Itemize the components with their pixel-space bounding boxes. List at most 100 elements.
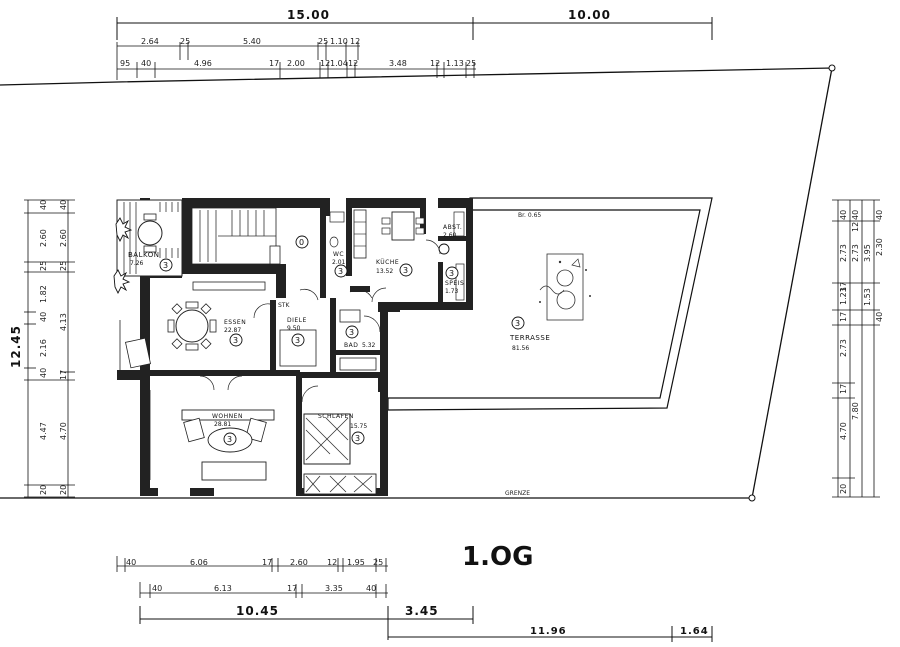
room-name-wc: WC bbox=[333, 251, 344, 258]
dim-bot-r2-4: 40 bbox=[366, 584, 376, 593]
dim-top-r2-5: 12 bbox=[350, 37, 360, 46]
room-abst: ABST. 2.60 bbox=[425, 211, 465, 255]
room-kueche: KÜCHE 13.52 3 bbox=[353, 209, 425, 303]
dim-left-o-3: 1.82 bbox=[39, 285, 48, 303]
dim-right-c1-6: 17 bbox=[839, 384, 848, 394]
room-area-schlafen: 15.75 bbox=[350, 423, 367, 430]
room-name-terrasse: TERRASSE bbox=[509, 334, 550, 342]
dim-left-i-6: 20 bbox=[59, 485, 68, 495]
zone-marker-diele bbox=[291, 333, 305, 347]
stair-marker-label: 0 bbox=[299, 238, 304, 247]
dim-bot-r1-4: 12 bbox=[327, 558, 337, 567]
bathtub-icon bbox=[339, 357, 377, 371]
dim-top-r3-6: 1.04 bbox=[330, 59, 348, 68]
dim-right-c1-2: 17 bbox=[839, 282, 848, 292]
zone-marker-diele-label: 3 bbox=[295, 336, 300, 345]
balcony-table-icon bbox=[137, 220, 163, 246]
wardrobe-icon bbox=[303, 473, 377, 495]
dim-top-r2-3: 25 bbox=[318, 37, 328, 46]
dim-left-overall: 12.45 bbox=[9, 325, 23, 368]
dim-left-i-4: 17 bbox=[59, 370, 68, 380]
dim-left-i-5: 4.70 bbox=[59, 422, 68, 440]
plant-icon-2 bbox=[113, 269, 131, 295]
zone-marker-terrasse bbox=[511, 316, 525, 330]
dim-left-i-3: 4.13 bbox=[59, 313, 68, 331]
zone-marker-balkon-label: 3 bbox=[163, 261, 168, 270]
room-diele: STK DIELE 9.50 3 bbox=[253, 289, 373, 367]
property-boundary: GRENZE bbox=[0, 64, 836, 502]
room-area-speis: 1.73 bbox=[445, 288, 459, 295]
room-area-wc: 2.01 bbox=[332, 259, 346, 266]
dim-left-o-0: 40 bbox=[39, 200, 48, 210]
room-area-bad: 5.32 bbox=[362, 342, 376, 349]
zone-marker-essen bbox=[229, 333, 243, 347]
room-area-wohnen: 28.81 bbox=[214, 421, 231, 428]
zone-marker-wc bbox=[334, 264, 348, 278]
sofa-icon bbox=[201, 461, 267, 481]
dim-right-c1-1: 2.73 bbox=[839, 244, 848, 262]
dim-top-r3-4: 2.00 bbox=[287, 59, 305, 68]
dim-right-c3-1: 1.53 bbox=[863, 288, 872, 306]
building-walls bbox=[117, 198, 473, 496]
dim-right-c1-7: 4.70 bbox=[839, 422, 848, 440]
room-schlafen: SCHLAFEN 15.75 3 bbox=[301, 385, 377, 495]
stk-label: STK bbox=[278, 302, 290, 309]
room-name-kueche: KÜCHE bbox=[376, 259, 399, 266]
dim-top-overall-right: 10.00 bbox=[568, 8, 611, 22]
kitchen-door-swing bbox=[371, 287, 387, 303]
room-wc: WC 2.01 3 bbox=[329, 211, 348, 278]
dim-bot-r2-0: 40 bbox=[152, 584, 162, 593]
room-essen: ESSEN 22.87 3 bbox=[119, 281, 266, 370]
zone-marker-wc-label: 3 bbox=[338, 267, 343, 276]
zone-marker-abst bbox=[438, 243, 450, 255]
dim-right-c2-0: 40 bbox=[851, 210, 860, 220]
room-area-terrasse: 81.56 bbox=[512, 345, 529, 352]
dim-right-c1-4: 17 bbox=[839, 312, 848, 322]
zone-marker-bad bbox=[345, 325, 359, 339]
toilet-icon bbox=[329, 236, 339, 248]
room-area-essen: 22.87 bbox=[224, 327, 241, 334]
dim-bot-r1-3: 2.60 bbox=[290, 558, 308, 567]
dim-left-i-0: 40 bbox=[59, 200, 68, 210]
dim-left-o-4: 40 bbox=[39, 312, 48, 322]
room-name-balkon: BALKON bbox=[128, 251, 159, 259]
zone-marker-speis bbox=[445, 266, 459, 280]
zone-marker-balkon bbox=[159, 258, 173, 272]
dim-right-c4-0: 40 bbox=[875, 210, 884, 220]
dim-right-c1-8: 20 bbox=[839, 484, 848, 494]
dim-top-r2-0: 2.64 bbox=[141, 37, 159, 46]
zone-marker-schlafen-label: 3 bbox=[355, 434, 360, 443]
bottom-dimensions: 40 6.06 17 2.60 12 1.95 25 40 6.13 17 3.… bbox=[116, 556, 713, 642]
zone-marker-wohnen bbox=[223, 432, 237, 446]
dim-top-r3-9: 12 bbox=[430, 59, 440, 68]
right-dimensions: 40 2.73 17 1.23 17 2.73 17 4.70 20 40 12… bbox=[832, 199, 884, 498]
dim-top-r3-5: 12 bbox=[320, 59, 330, 68]
planter-icon bbox=[539, 253, 591, 321]
grenze-label: GRENZE bbox=[505, 490, 530, 497]
dim-top-r2-4: 1.10 bbox=[330, 37, 348, 46]
dim-bot-r1-0: 40 bbox=[126, 558, 136, 567]
dim-top-overall-left: 15.00 bbox=[287, 8, 330, 22]
room-name-speis: SPEIS bbox=[445, 280, 464, 287]
dim-bot-r3-right: 3.45 bbox=[405, 604, 439, 618]
zone-marker-bad-label: 3 bbox=[349, 328, 354, 337]
dim-top-r2-1: 25 bbox=[180, 37, 190, 46]
dim-top-r3-0: 95 bbox=[120, 59, 130, 68]
room-name-wohnen: WOHNEN bbox=[212, 413, 243, 420]
dim-left-o-5: 2.16 bbox=[39, 339, 48, 357]
zone-marker-speis-label: 3 bbox=[449, 269, 454, 278]
dim-top-r3-3: 17 bbox=[269, 59, 279, 68]
dim-bot-r1-6: 25 bbox=[373, 558, 383, 567]
dim-top-r3-11: 25 bbox=[466, 59, 476, 68]
dim-top-r3-10: 1.13 bbox=[446, 59, 464, 68]
sink-icon bbox=[339, 309, 361, 323]
dim-bot-r3-left: 10.45 bbox=[236, 604, 279, 618]
room-area-diele: 9.50 bbox=[287, 325, 301, 332]
dim-bot-r2-1: 6.13 bbox=[214, 584, 232, 593]
kitchen-table-icon bbox=[391, 211, 415, 241]
room-area-kueche: 13.52 bbox=[376, 268, 393, 275]
left-dimensions: 40 2.60 25 1.82 40 2.16 40 4.47 20 40 2.… bbox=[9, 199, 75, 498]
dim-left-i-2: 25 bbox=[59, 261, 68, 271]
plant-icon bbox=[115, 217, 133, 243]
